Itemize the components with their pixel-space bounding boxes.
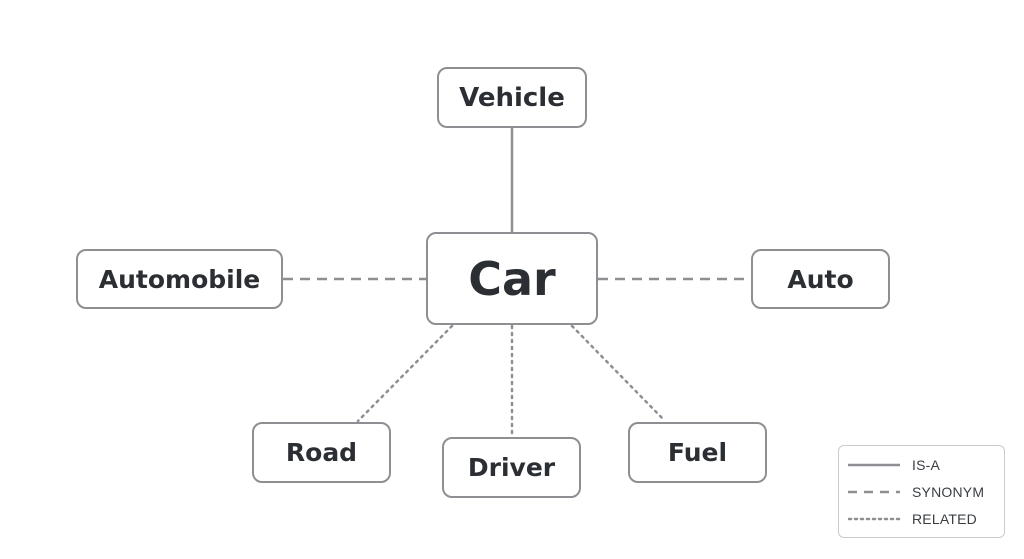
legend-label-synonym: SYNONYM — [912, 484, 985, 500]
node-fuel-label: Fuel — [667, 438, 728, 467]
legend-solid-line-icon — [848, 463, 900, 467]
node-car-label: Car — [468, 251, 556, 306]
node-driver-label: Driver — [467, 453, 556, 482]
node-road[interactable]: Road — [252, 422, 391, 483]
legend-label-isa: IS-A — [912, 457, 941, 473]
node-car[interactable]: Car — [426, 232, 598, 325]
node-automobile[interactable]: Automobile — [76, 249, 283, 309]
edge-car-fuel-related — [570, 324, 667, 423]
node-auto-label: Auto — [787, 264, 854, 294]
legend-item-synonym: SYNONYM — [848, 484, 984, 500]
node-driver[interactable]: Driver — [442, 437, 581, 498]
node-automobile-label: Automobile — [98, 264, 261, 294]
node-fuel[interactable]: Fuel — [628, 422, 767, 483]
node-vehicle-label: Vehicle — [459, 82, 565, 113]
edge-car-road-related — [356, 324, 454, 423]
node-vehicle[interactable]: Vehicle — [437, 67, 587, 128]
legend-dashed-line-icon — [848, 490, 900, 494]
legend-item-related: RELATED — [848, 511, 977, 527]
node-auto[interactable]: Auto — [751, 249, 890, 309]
node-road-label: Road — [285, 438, 358, 467]
legend-dotted-line-icon — [848, 517, 902, 521]
legend-item-isa: IS-A — [848, 457, 940, 473]
legend-label-related: RELATED — [912, 511, 977, 527]
